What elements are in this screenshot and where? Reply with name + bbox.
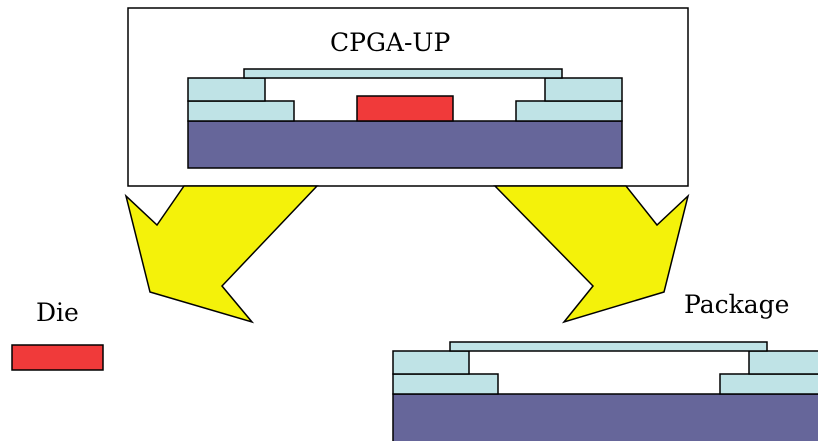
package-lid [449, 341, 768, 352]
package-lower-left-layer [392, 373, 499, 395]
package-lower-right-layer [719, 373, 818, 395]
assembly-upper-left-layer [187, 77, 266, 102]
package-upper-right-layer [748, 350, 818, 375]
assembly-lid [243, 68, 563, 79]
arrow-to-die [124, 185, 319, 324]
assembly-lower-right-layer [515, 100, 623, 122]
package-upper-left-layer [392, 350, 470, 375]
standalone-die [11, 344, 104, 371]
assembly-lower-left-layer [187, 100, 295, 122]
assembly-title: CPGA-UP [330, 28, 451, 57]
assembly-die [356, 95, 454, 122]
package-label: Package [684, 290, 790, 319]
package-substrate [392, 393, 818, 441]
arrow-to-package [493, 185, 690, 324]
die-label: Die [36, 298, 79, 327]
assembly-substrate [187, 120, 623, 169]
assembly-upper-right-layer [544, 77, 623, 102]
